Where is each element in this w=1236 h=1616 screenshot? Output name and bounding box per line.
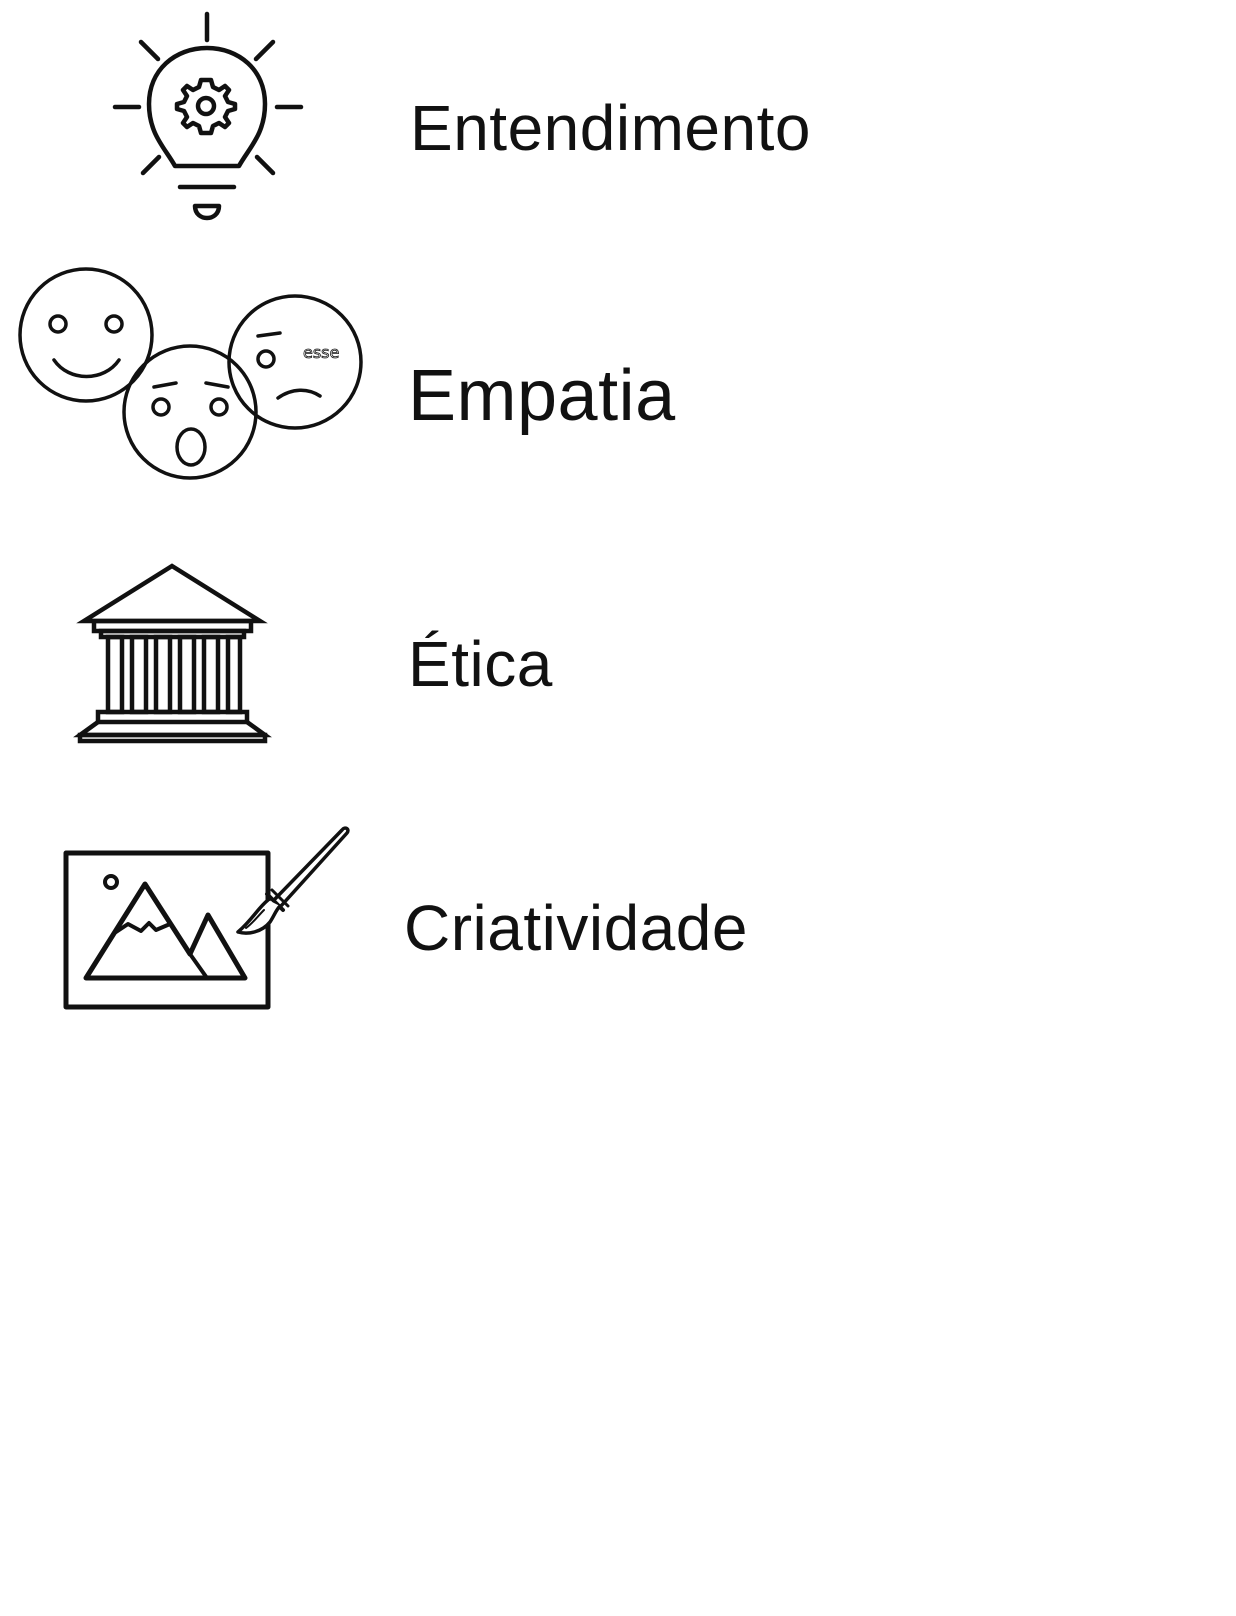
list-item-empatia: esse Empatia: [0, 260, 1236, 490]
item-label: Ética: [408, 628, 553, 700]
list-item-etica: Ética: [0, 550, 1236, 770]
item-label: Entendimento: [410, 92, 811, 164]
lightbulb-gear-icon: [105, 8, 315, 228]
face-caption: esse: [303, 343, 339, 362]
list-item-entendimento: Entendimento: [0, 0, 1236, 230]
painting-brush-icon: [62, 820, 362, 1030]
item-label: Empatia: [408, 356, 676, 436]
classical-building-icon: [73, 560, 275, 750]
faces-emotions-icon: esse: [14, 262, 374, 492]
list-item-criatividade: Criatividade: [0, 820, 1236, 1040]
item-label: Criatividade: [404, 892, 748, 964]
